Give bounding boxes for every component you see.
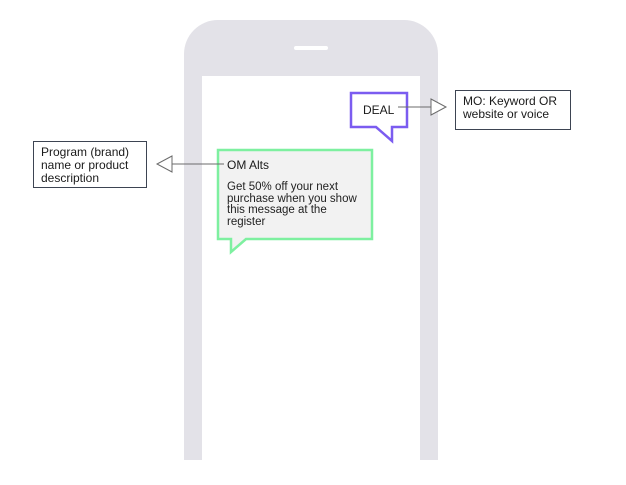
message-sender: OM Alts xyxy=(227,158,270,172)
phone-speaker xyxy=(294,46,328,50)
phone-screen xyxy=(202,76,420,460)
callout-program: Program (brand) name or product descript… xyxy=(33,141,147,188)
message-body-line: purchase when you show xyxy=(227,192,357,205)
keyword-bubble-shape xyxy=(349,91,409,144)
callout-mo-line: website or voice xyxy=(463,107,550,121)
callout-mo-line: MO: Keyword OR xyxy=(463,94,558,108)
message-bubble-shape xyxy=(216,148,374,255)
arrow-head-program xyxy=(155,155,173,173)
callout-program-line: name or product xyxy=(41,158,129,172)
message-body-line: register xyxy=(227,215,266,228)
message-body-line: this message at the xyxy=(227,204,327,216)
message-body: Get 50% off your next purchase when you … xyxy=(227,181,357,228)
callout-program-line: description xyxy=(41,171,100,185)
keyword-bubble-text: DEAL xyxy=(363,103,395,117)
arrow-head-mo xyxy=(430,98,448,116)
callout-mo: MO: Keyword OR website or voice xyxy=(455,90,571,130)
message-body-line: Get 50% off your next xyxy=(227,181,339,193)
callout-program-line: Program (brand) xyxy=(41,145,130,159)
